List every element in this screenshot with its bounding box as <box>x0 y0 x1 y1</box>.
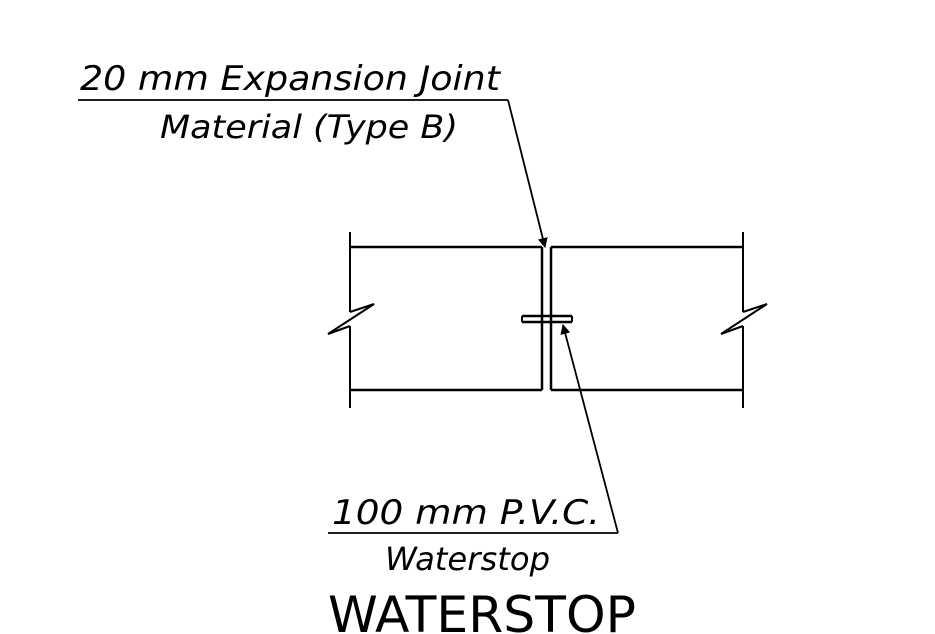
right-break-line <box>720 232 768 408</box>
expansion-joint-label-line1: 20 mm Expansion Joint <box>80 59 502 99</box>
expansion-joint-leader <box>78 99 548 248</box>
waterstop-leader <box>328 324 619 534</box>
slab-outline <box>350 245 743 392</box>
waterstop-label-line2: Waterstop <box>385 540 550 578</box>
left-break-line <box>327 232 375 408</box>
pvc-waterstop <box>521 314 573 324</box>
expansion-joint <box>540 247 553 390</box>
drawing-title: WATERSTOP <box>328 586 636 634</box>
expansion-joint-label-line2: Material (Type B) <box>160 108 458 146</box>
expansion-joint-arrow <box>507 99 548 248</box>
waterstop-arrow <box>560 324 619 534</box>
waterstop-label-line1: 100 mm P.V.C. <box>332 493 600 533</box>
